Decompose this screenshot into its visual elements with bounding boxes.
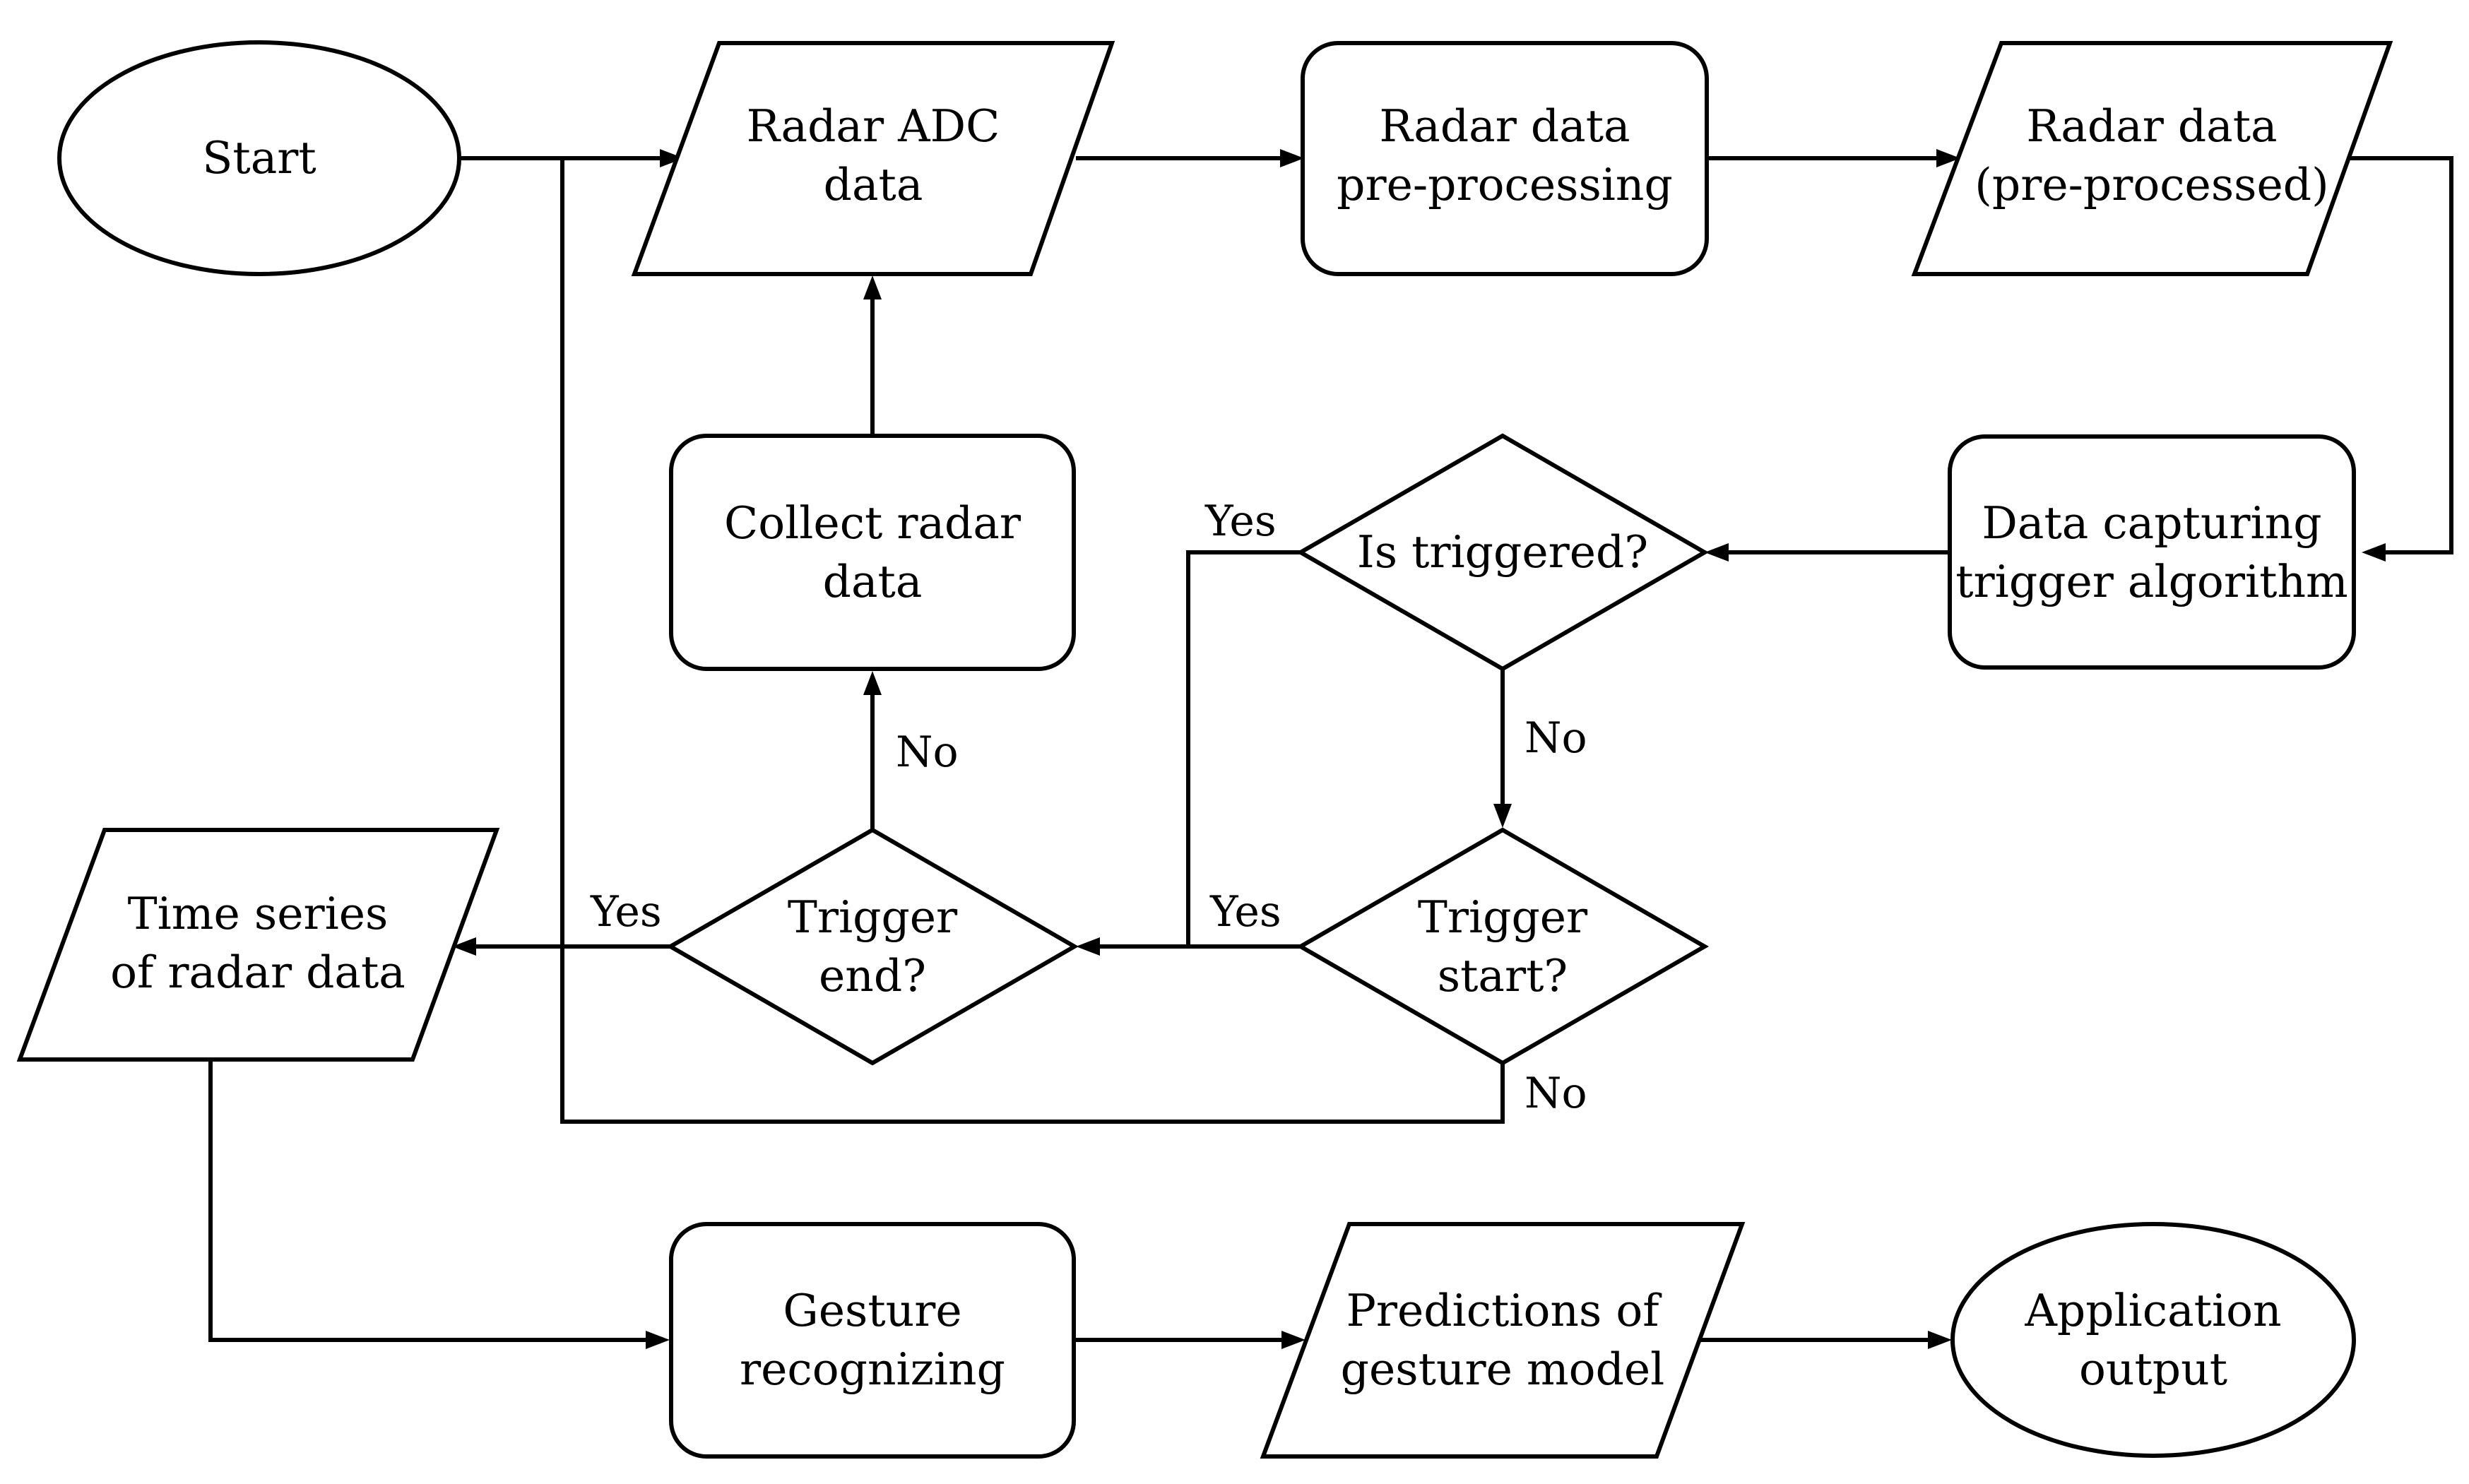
time-series-parallelogram <box>16 828 500 1062</box>
node-trigger-start: Trigger start? <box>1296 827 1710 1066</box>
trigger-algorithm-process <box>1948 434 2356 670</box>
arrowhead-predictions-to-output <box>1928 1331 1952 1349</box>
trigger-algorithm-label-2: trigger algorithm <box>1955 556 2348 607</box>
radar-adc-data-label-2: data <box>824 159 923 210</box>
gesture-recognizing-label-1: Gesture <box>783 1285 961 1336</box>
arrowhead-trigger-algorithm-to-is-triggered <box>1705 543 1729 562</box>
node-preprocessed-data: Radar data (pre-processed) <box>1911 41 2393 276</box>
preprocessing-process <box>1301 41 1709 276</box>
is-triggered-yes-label: Yes <box>1204 497 1277 546</box>
node-trigger-algorithm: Data capturing trigger algorithm <box>1948 434 2356 670</box>
preprocessing-label-2: pre-processing <box>1337 159 1673 210</box>
edge-trigger-start-no <box>560 158 1505 1124</box>
branch-labels: Yes No Yes No Yes No <box>590 497 1587 1118</box>
collect-radar-data-label-2: data <box>823 556 923 607</box>
edge-is-triggered-yes <box>1186 550 1300 946</box>
collect-radar-data-label-1: Collect radar <box>724 497 1022 549</box>
preprocessed-data-label-1: Radar data <box>2026 100 2277 152</box>
preprocessed-data-label-2: (pre-processed) <box>1974 159 2328 210</box>
start-terminal <box>57 40 461 276</box>
trigger-end-label-2: end? <box>819 950 926 1002</box>
trigger-start-label-1: Trigger <box>1418 891 1588 943</box>
node-is-triggered: Is triggered? <box>1296 433 1710 672</box>
start-label: Start <box>202 132 316 184</box>
node-collect-radar-data: Collect radar data <box>669 434 1076 671</box>
collect-radar-data-process <box>669 434 1076 671</box>
trigger-end-yes-label: Yes <box>590 887 662 937</box>
predictions-label-2: gesture model <box>1341 1343 1665 1395</box>
arrowhead-time-series-to-gesture <box>646 1331 670 1349</box>
arrowhead-start-to-adc <box>660 149 684 167</box>
arrowhead-preprocessing-to-preprocessed <box>1936 149 1960 167</box>
trigger-end-decision <box>665 827 1079 1066</box>
is-triggered-label: Is triggered? <box>1357 526 1648 578</box>
gesture-recognizing-process <box>669 1222 1076 1459</box>
application-output-label-2: output <box>2079 1343 2227 1395</box>
edge-time-series-to-gesture <box>208 1062 649 1342</box>
node-gesture-recognizing: Gesture recognizing <box>669 1222 1076 1459</box>
arrowhead-gesture-to-predictions <box>1281 1331 1305 1349</box>
node-radar-adc-data: Radar ADC data <box>631 41 1115 276</box>
connectors <box>208 149 2453 1349</box>
node-preprocessing: Radar data pre-processing <box>1301 41 1709 276</box>
trigger-start-no-label: No <box>1524 1069 1587 1118</box>
node-time-series: Time series of radar data <box>16 828 500 1062</box>
trigger-start-label-2: start? <box>1438 950 1568 1002</box>
arrowhead-trigger-end-yes <box>452 937 476 956</box>
node-predictions: Predictions of gesture model <box>1260 1222 1746 1459</box>
arrowhead-collect-to-adc <box>863 275 882 299</box>
time-series-label-2: of radar data <box>110 946 405 998</box>
arrowhead-is-triggered-no <box>1493 804 1512 828</box>
node-trigger-end: Trigger end? <box>665 827 1079 1066</box>
edge-preprocessed-to-trigger-algorithm <box>2327 156 2453 554</box>
trigger-start-decision <box>1296 827 1710 1066</box>
trigger-start-yes-label: Yes <box>1209 887 1281 937</box>
predictions-parallelogram <box>1260 1222 1746 1459</box>
arrowhead-trigger-end-input <box>1076 937 1100 956</box>
gesture-recognizing-label-2: recognizing <box>740 1343 1005 1395</box>
node-application-output: Application output <box>1950 1222 2356 1458</box>
arrowhead-preprocessed-to-trigger-algorithm <box>2362 543 2386 562</box>
time-series-label-1: Time series <box>128 888 389 939</box>
is-triggered-no-label: No <box>1524 713 1587 763</box>
application-output-terminal <box>1950 1222 2356 1458</box>
radar-adc-data-parallelogram <box>631 41 1115 276</box>
arrowhead-adc-to-preprocessing <box>1280 149 1304 167</box>
is-triggered-decision <box>1296 433 1710 672</box>
trigger-algorithm-label-1: Data capturing <box>1982 497 2321 549</box>
trigger-end-no-label: No <box>896 728 959 777</box>
preprocessing-label-1: Radar data <box>1379 100 1630 152</box>
radar-adc-data-label-1: Radar ADC <box>747 100 1000 152</box>
arrowhead-trigger-end-no <box>863 671 882 695</box>
preprocessed-data-parallelogram <box>1911 41 2393 276</box>
predictions-label-1: Predictions of <box>1346 1285 1662 1336</box>
node-start: Start <box>57 40 461 276</box>
trigger-end-label-1: Trigger <box>788 891 958 943</box>
application-output-label-1: Application <box>2024 1285 2281 1336</box>
